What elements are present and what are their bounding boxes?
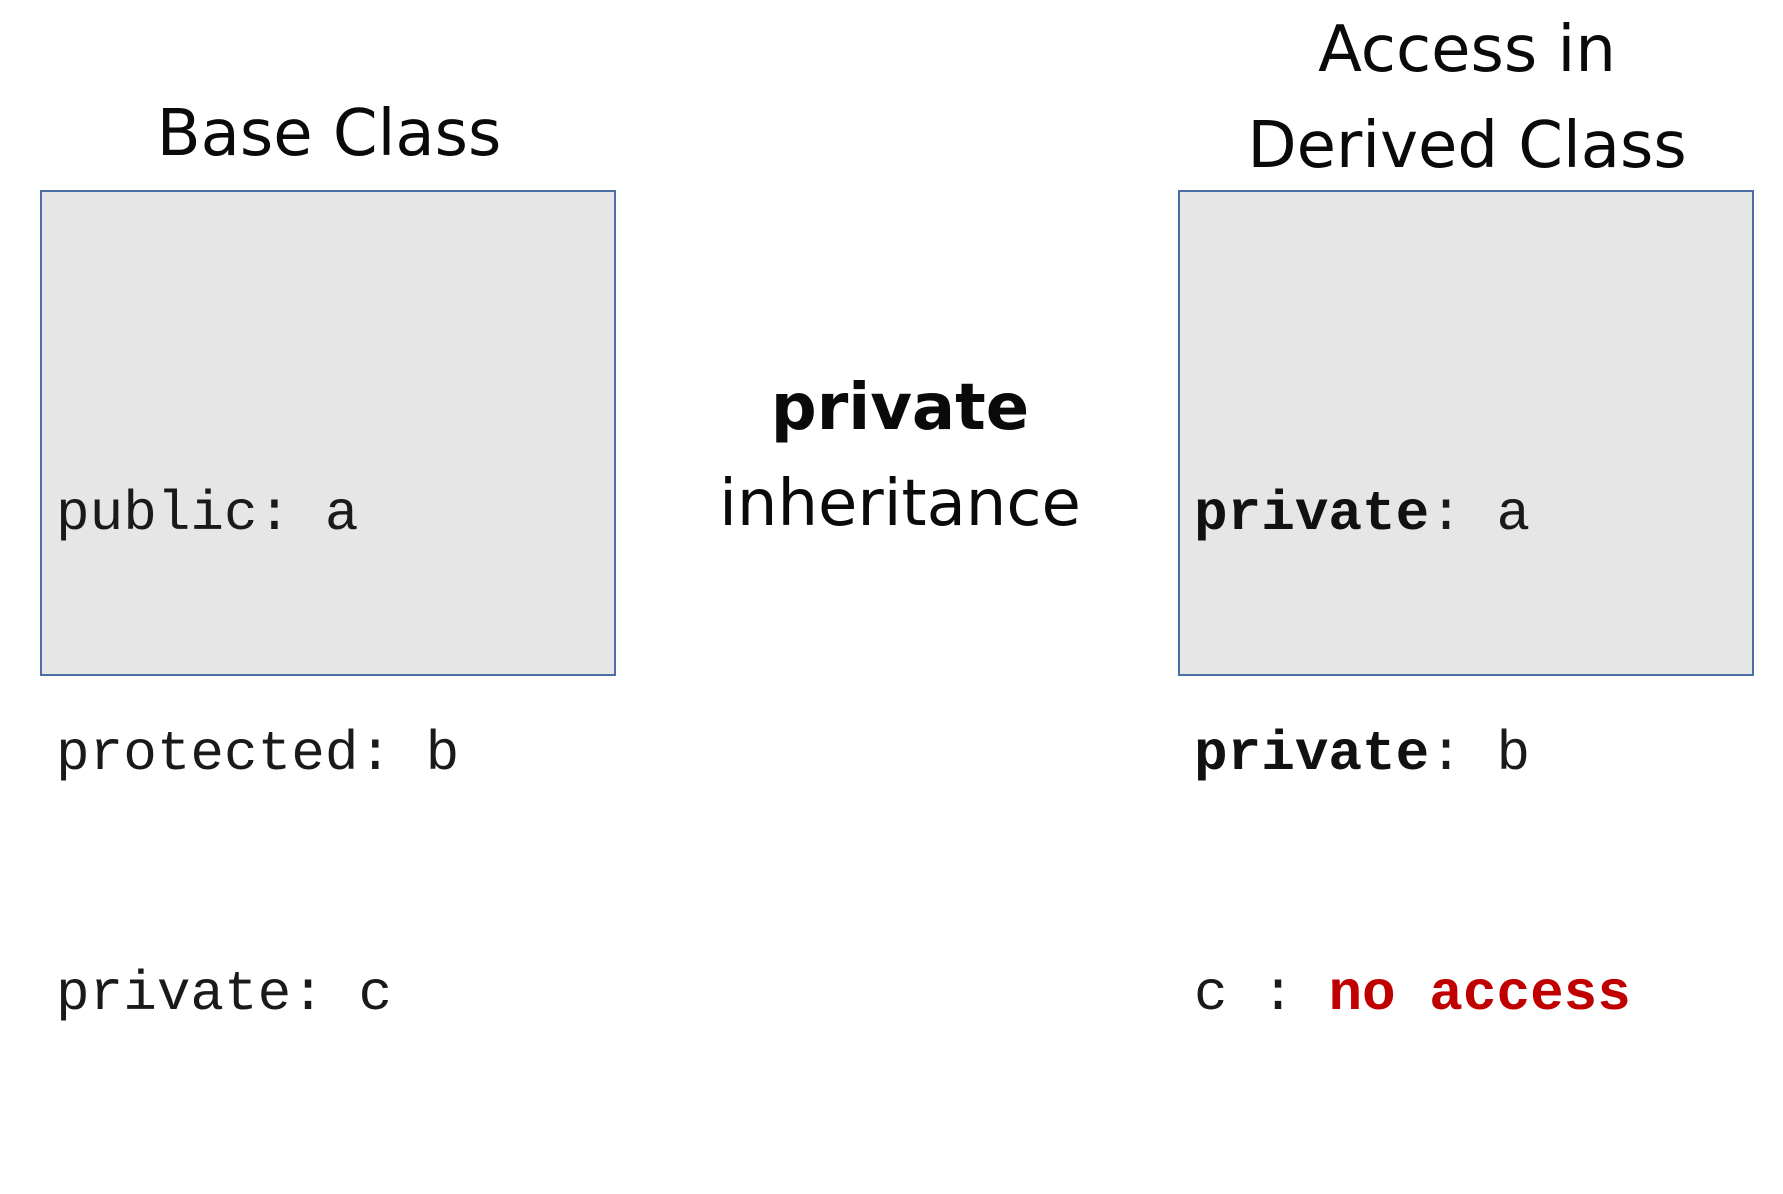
derived-member-line-c: c : no access: [1194, 954, 1631, 1034]
access-specifier: private: [1194, 482, 1430, 546]
inheritance-mode: private: [770, 371, 1030, 445]
member-name: c: [1194, 962, 1228, 1026]
member-name: a: [1496, 482, 1531, 546]
inheritance-mode-label: private inheritance: [660, 360, 1140, 552]
separator: :: [291, 962, 359, 1026]
derived-member-line-b: private: b: [1194, 714, 1631, 794]
member-name: b: [1496, 722, 1531, 786]
no-access-status: no access: [1328, 962, 1631, 1026]
member-name: a: [324, 482, 359, 546]
base-class-members: public: a protected: b private: c: [56, 314, 459, 1194]
derived-title-line-1: Access in: [1318, 13, 1616, 87]
derived-member-line-a: private: a: [1194, 474, 1631, 554]
access-specifier: protected: [56, 722, 359, 786]
separator: :: [1429, 722, 1497, 786]
derived-class-box: private: a private: b c : no access: [1178, 190, 1754, 1026]
base-class-title: Base Class: [156, 97, 502, 171]
separator: :: [358, 722, 426, 786]
base-member-line-private: private: c: [56, 954, 459, 1034]
base-member-line-public: public: a: [56, 474, 459, 554]
derived-class-members: private: a private: b c : no access: [1194, 314, 1631, 1194]
separator: :: [1227, 962, 1329, 1026]
access-specifier: private: [56, 962, 292, 1026]
access-specifier: public: [56, 482, 258, 546]
derived-class-title: Access in Derived Class: [1178, 2, 1756, 194]
member-name: c: [358, 962, 393, 1026]
access-specifier: private: [1194, 722, 1430, 786]
separator: :: [257, 482, 325, 546]
derived-title-line-2: Derived Class: [1247, 109, 1687, 183]
base-member-line-protected: protected: b: [56, 714, 459, 794]
member-name: b: [425, 722, 460, 786]
separator: :: [1429, 482, 1497, 546]
base-class-box: public: a protected: b private: c: [40, 190, 616, 1026]
inheritance-word: inheritance: [719, 467, 1081, 541]
